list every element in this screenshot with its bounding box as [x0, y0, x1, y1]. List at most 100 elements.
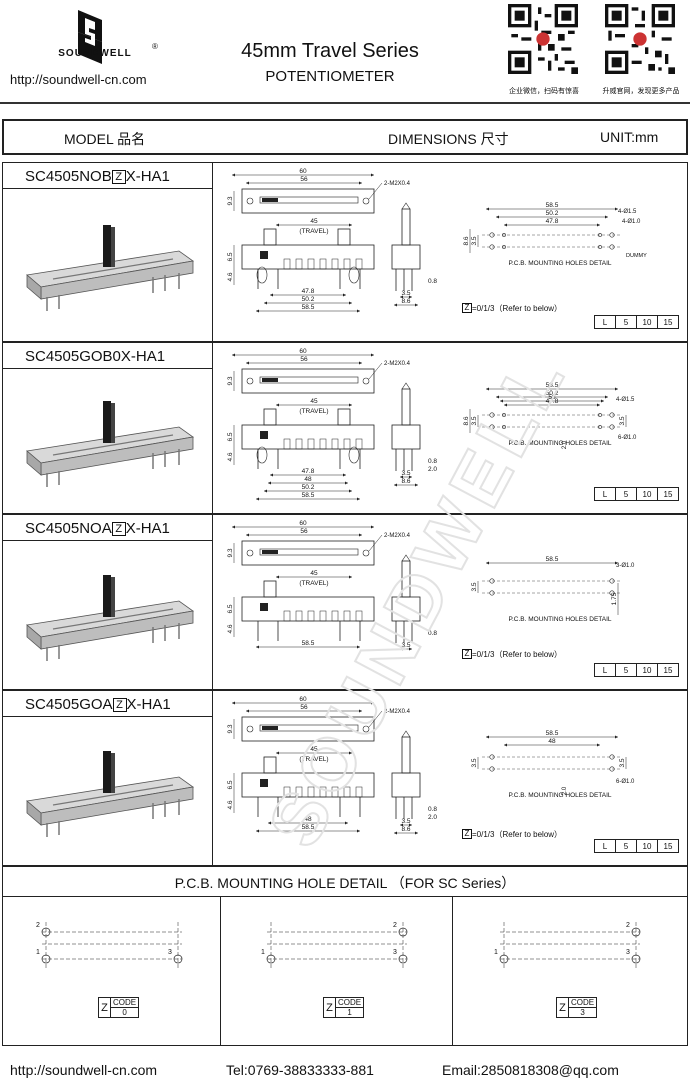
pin-hole-icon — [598, 233, 602, 237]
dimension-label: 47.8 — [546, 218, 559, 225]
dimension-label: 9.3 — [227, 196, 234, 205]
knob-front-2 — [337, 228, 351, 246]
pin-hole-icon — [598, 425, 602, 429]
terminal-slot — [307, 258, 315, 270]
logo-mark-icon — [260, 779, 268, 787]
dimension-label: 48 — [548, 738, 556, 745]
mount-tab — [348, 266, 360, 284]
page-subtitle: POTENTIOMETER — [265, 68, 395, 85]
side-knob — [401, 388, 411, 426]
knob-front-2 — [337, 408, 351, 426]
knob-front — [263, 756, 277, 774]
side-knob — [401, 208, 411, 246]
thread-label: 2-M2X0.4 — [384, 533, 411, 539]
footer-email[interactable]: Email:2850818308@qq.com — [442, 1062, 619, 1078]
model-prefix: SC4505NOB — [25, 168, 112, 185]
pcb-hole-icon — [499, 954, 509, 964]
soundwell-logo-icon — [78, 10, 102, 64]
z-code-box: Z — [323, 997, 336, 1018]
terminal-slot — [307, 786, 315, 798]
z-note: Z=0/1/3（Refer to below） — [462, 829, 562, 840]
drawing-line — [368, 710, 383, 728]
mount-hole-icon — [609, 244, 615, 250]
model-label: MODEL 品名 — [64, 131, 146, 147]
dimension-label: 50.2 — [546, 210, 559, 217]
dimension-drawing: 60569.32-M2X0.445(TRAVEL)6.54.64858.50.8… — [227, 696, 635, 835]
dimension-label: 0.8 — [428, 278, 437, 285]
slide-potentiometer-image — [26, 225, 195, 311]
code-value: 3 — [567, 1007, 598, 1018]
slot-outline — [259, 196, 359, 204]
knob-tip — [401, 730, 411, 738]
terminal-slot — [307, 610, 315, 622]
mount-hole-icon — [609, 424, 615, 430]
z-code-box: Z — [462, 649, 472, 659]
pcb-holes-note: P.C.B. MOUNTING HOLES DETAIL — [508, 616, 611, 623]
pin-number: 1 — [36, 949, 40, 956]
footer-tel: Tel:0769-38833333-881 — [226, 1062, 374, 1078]
dimension-label: 0.8 — [428, 630, 437, 637]
pin-hole-icon — [502, 245, 506, 249]
pin-hole-icon — [502, 233, 506, 237]
side-knob — [401, 736, 411, 774]
code-value: 1 — [334, 1007, 365, 1018]
header-url[interactable]: http://soundwell-cn.com — [10, 72, 147, 87]
pcb-holes-note: P.C.B. MOUNTING HOLES DETAIL — [508, 792, 611, 799]
mount-tab — [348, 446, 360, 464]
mount-hole-icon — [489, 232, 495, 238]
drawing-line — [368, 362, 383, 380]
dimension-label: 6.5 — [227, 252, 234, 261]
header-divider — [0, 102, 690, 104]
z-note-text: =0/1/3（Refer to below） — [472, 650, 563, 659]
mount-tab — [256, 446, 268, 464]
mount-hole-icon — [489, 578, 495, 584]
dimension-label: 4-Ø1.5 — [618, 209, 637, 215]
dimension-label: 6-Ø1.0 — [616, 779, 635, 785]
z-note: Z=0/1/3（Refer to below） — [462, 303, 562, 314]
length-cell: L — [594, 839, 616, 853]
dimension-label: 9.3 — [227, 376, 234, 385]
dimension-label: 3.5 — [401, 642, 410, 649]
pin-hole-icon — [598, 245, 602, 249]
qr-code-icon[interactable] — [605, 4, 675, 74]
terminal-slot — [343, 258, 351, 270]
z-code-box: Z — [556, 997, 569, 1018]
dimension-label: 2.0 — [562, 440, 568, 449]
terminal-slot — [343, 786, 351, 798]
screw-hole — [246, 377, 254, 385]
dimension-label: 1.75 — [611, 592, 618, 605]
pcb-hole-icon — [631, 927, 641, 937]
code-header: CODE — [567, 997, 598, 1008]
qr-caption: 企业微信，扫码有惊喜 — [509, 88, 579, 95]
dimension-label: 60 — [299, 520, 307, 527]
screw-hole — [362, 377, 370, 385]
terminal-slot — [307, 438, 315, 450]
terminal-slot — [319, 258, 327, 270]
slot-outline — [259, 724, 359, 732]
length-cell: 15 — [657, 663, 679, 677]
mount-hole-icon — [489, 244, 495, 250]
mount-hole-icon — [609, 578, 615, 584]
slide-potentiometer-image — [26, 751, 195, 837]
z-code-box: Z — [462, 303, 472, 313]
footer-url[interactable]: http://soundwell-cn.com — [10, 1062, 158, 1078]
qr-code-icon[interactable] — [508, 4, 578, 74]
pcb-hole-icon — [631, 954, 641, 964]
side-view-body — [391, 424, 421, 450]
knob-front — [263, 580, 277, 598]
pin-number: 3 — [393, 949, 397, 956]
unit-label: UNIT:mm — [600, 129, 659, 145]
slide-potentiometer-image — [26, 401, 195, 487]
logo-mark-icon — [260, 431, 268, 439]
length-cell: 10 — [636, 315, 658, 329]
model-name: SC4505GOB0X-HA1 — [3, 343, 213, 369]
thread-label: 2-M2X0.4 — [384, 361, 411, 367]
page-title: 45mm Travel Series — [241, 40, 419, 62]
z-code-box: Z — [112, 698, 127, 712]
mount-hole-icon — [609, 232, 615, 238]
